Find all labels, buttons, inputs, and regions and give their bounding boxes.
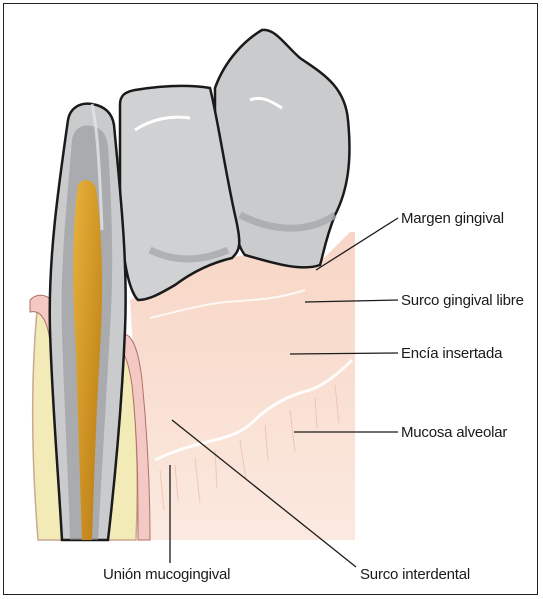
label-union-mucogingival: Unión mucogingival bbox=[103, 566, 230, 583]
label-mucosa-alveolar: Mucosa alveolar bbox=[401, 424, 507, 441]
label-surco-interdental: Surco interdental bbox=[360, 566, 470, 583]
label-margen-gingival: Margen gingival bbox=[401, 210, 504, 227]
label-surco-gingival-libre: Surco gingival libre bbox=[401, 292, 524, 309]
label-encia-insertada: Encía insertada bbox=[401, 345, 502, 362]
